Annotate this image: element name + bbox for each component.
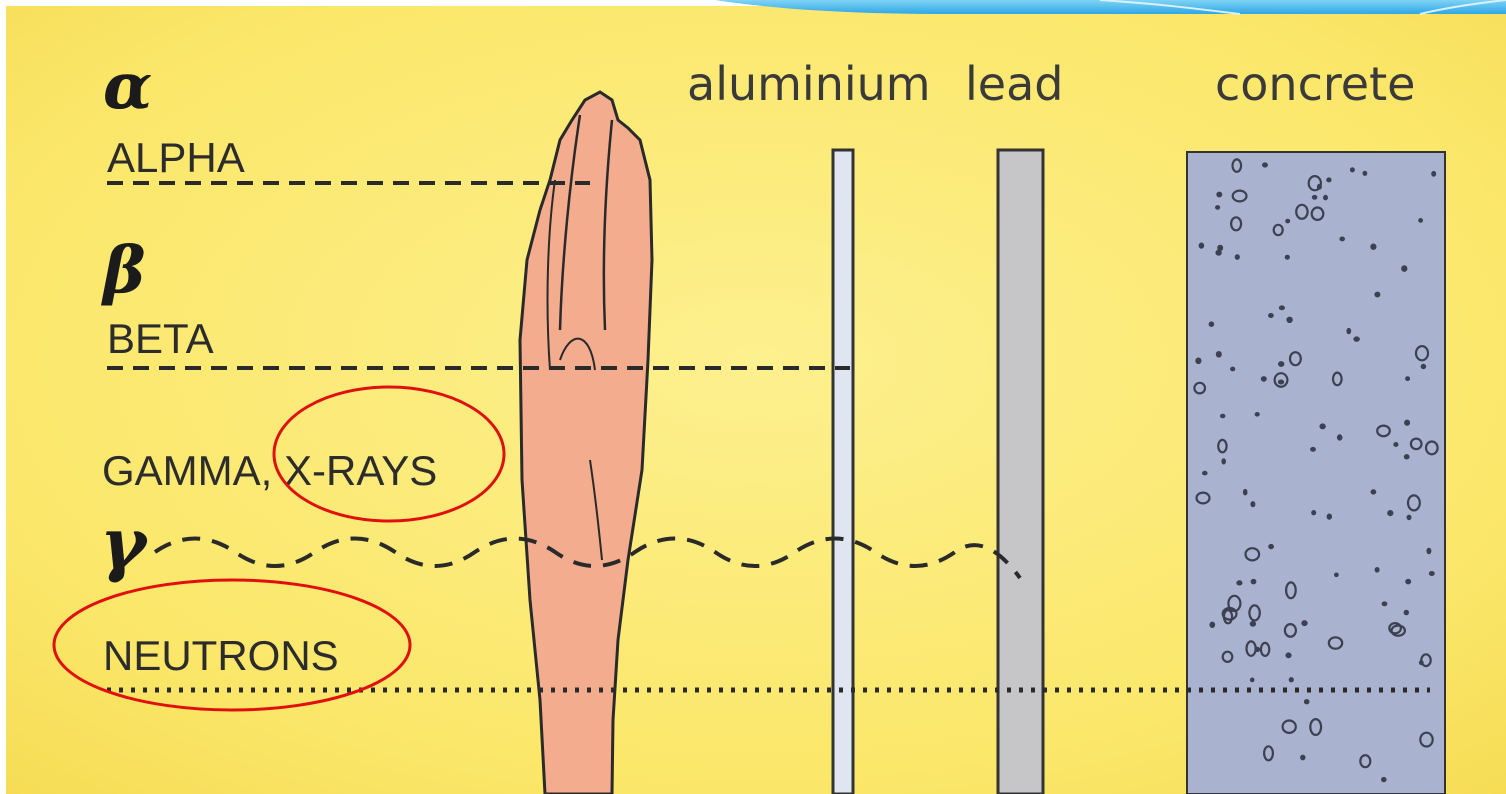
concrete-pebble — [1422, 365, 1425, 368]
concrete-pebble — [1338, 435, 1341, 439]
concrete-pebble — [1286, 220, 1289, 222]
concrete-pebble — [1354, 338, 1358, 341]
concrete-pebble — [1394, 443, 1397, 446]
concrete-pebble — [1262, 377, 1266, 380]
concrete-pebble — [1406, 377, 1409, 380]
gamma-symbol: γ — [100, 502, 149, 585]
concrete-label: concrete — [1215, 57, 1415, 111]
aluminium-label: aluminium — [687, 57, 931, 111]
concrete-pebble — [1388, 511, 1392, 515]
beta-label: BETA — [107, 315, 214, 362]
concrete-pebble — [1376, 568, 1379, 571]
concrete-pebble — [1405, 455, 1409, 458]
aluminium-plate — [833, 150, 853, 794]
concrete-pebble — [1351, 168, 1354, 171]
concrete-pebble — [1217, 352, 1221, 356]
concrete-pebble — [1335, 574, 1338, 576]
concrete-pebble — [1406, 580, 1410, 583]
concrete-pebble — [1382, 778, 1385, 781]
beta-symbol: β — [101, 233, 146, 308]
concrete-pebble — [1428, 549, 1431, 553]
concrete-pebble — [1200, 244, 1203, 248]
concrete-pebble — [1321, 425, 1325, 429]
concrete-pebble — [1371, 245, 1375, 249]
concrete-pebble — [1430, 572, 1434, 575]
concrete-pebble — [1288, 318, 1292, 322]
concrete-pebble — [1244, 490, 1246, 494]
concrete-pebble — [1432, 172, 1435, 176]
concrete-pebble — [1217, 193, 1221, 197]
concrete-pebble — [1211, 623, 1215, 627]
concrete-pebble — [1231, 368, 1234, 371]
concrete-pebble — [1269, 545, 1273, 548]
concrete-pebble — [1402, 266, 1406, 270]
concrete-pebble — [1269, 314, 1273, 317]
concrete-pebble — [1290, 678, 1293, 681]
concrete-pebble — [1217, 251, 1221, 255]
lead-label: lead — [965, 57, 1063, 111]
concrete-pebble — [1372, 490, 1376, 493]
concrete-pebble — [1311, 448, 1315, 451]
concrete-pebble — [1327, 179, 1330, 182]
neutrons-label: NEUTRONS — [103, 632, 339, 679]
alpha-label: ALPHA — [107, 134, 245, 181]
concrete-pebble — [1279, 381, 1283, 384]
concrete-pebble — [1312, 511, 1315, 514]
concrete-pebble — [1408, 516, 1411, 519]
concrete-pebble — [1302, 621, 1306, 625]
concrete-pebble — [1252, 580, 1256, 583]
concrete-pebble — [1287, 654, 1291, 658]
concrete-pebble — [1376, 293, 1380, 297]
concrete-pebble — [1263, 164, 1267, 167]
alpha-symbol: α — [103, 49, 152, 124]
concrete-pebble — [1237, 581, 1241, 584]
concrete-pebble — [1324, 196, 1327, 199]
concrete-block — [1187, 152, 1445, 794]
lead-plate — [998, 150, 1043, 794]
concrete-pebble — [1328, 515, 1331, 519]
concrete-pebble — [1210, 323, 1213, 326]
concrete-pebble — [1256, 413, 1259, 415]
concrete-pebble — [1252, 502, 1255, 506]
concrete-pebble — [1348, 329, 1351, 333]
concrete-pebble — [1221, 415, 1224, 417]
concrete-pebble — [1251, 622, 1255, 626]
concrete-pebble — [1280, 307, 1284, 310]
concrete-pebble — [1203, 472, 1206, 474]
concrete-pebble — [1305, 700, 1308, 703]
concrete-pebble — [1223, 459, 1225, 463]
concrete-pebble — [1251, 679, 1253, 682]
concrete-pebble — [1419, 219, 1422, 222]
concrete-pebble — [1383, 603, 1387, 606]
concrete-pebble — [1286, 256, 1289, 259]
concrete-pebble — [1196, 359, 1200, 363]
concrete-pebble — [1313, 196, 1316, 199]
concrete-pebble — [1301, 756, 1304, 760]
concrete-pebble — [1279, 362, 1283, 366]
concrete-pebble — [1236, 255, 1239, 258]
gamma-label: GAMMA, X-RAYS — [102, 447, 437, 494]
concrete-pebble — [1341, 238, 1344, 241]
concrete-pebble — [1216, 206, 1219, 208]
concrete-pebble — [1218, 246, 1222, 250]
concrete-pebble — [1364, 172, 1367, 175]
concrete-pebble — [1405, 421, 1409, 425]
concrete-pebble — [1405, 611, 1408, 614]
